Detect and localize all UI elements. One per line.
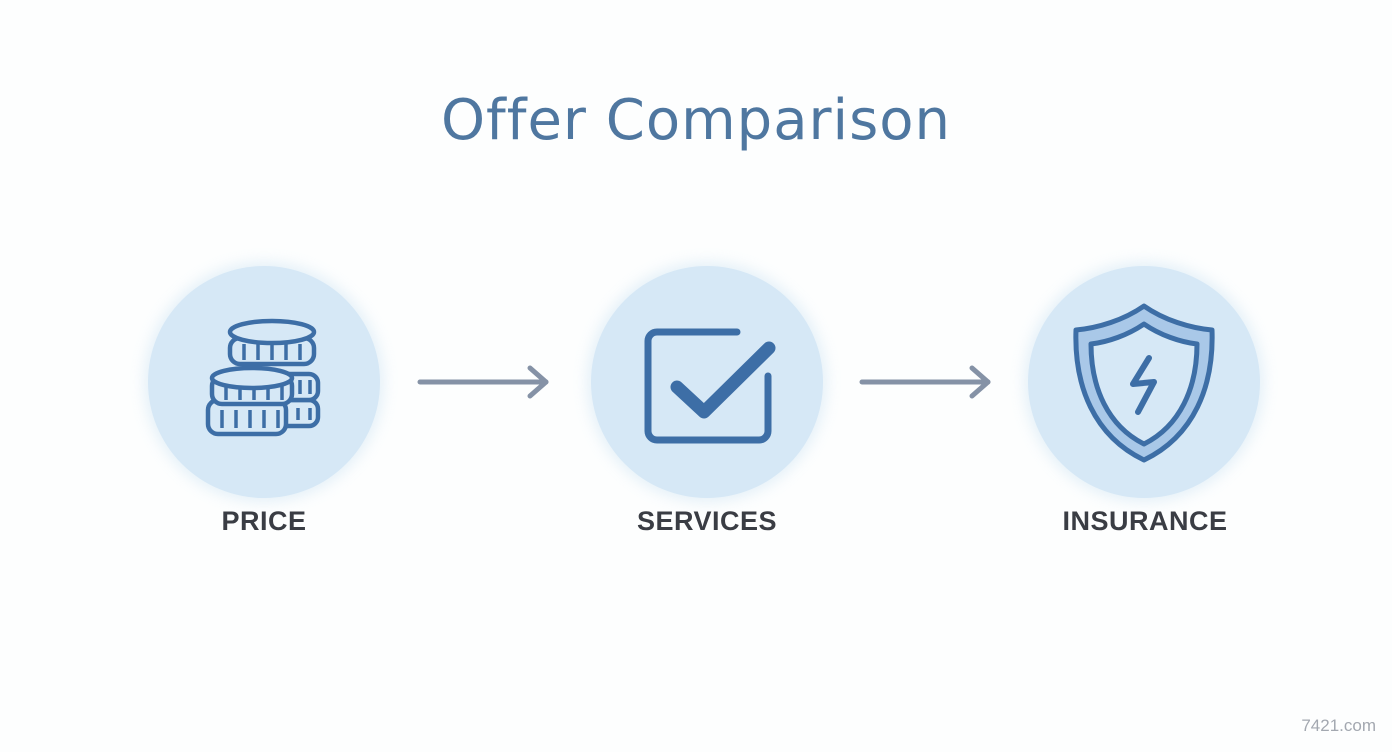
insurance-circle [1028,266,1260,498]
services-circle [591,266,823,498]
shield-lightning-icon [1073,303,1215,463]
checkbox-check-icon [644,328,776,444]
coins-icon [205,318,321,437]
diagram-title: Offer Comparison [440,88,952,153]
arrow-right-icon [859,365,991,399]
step-price [148,266,380,498]
watermark: 7421.com [1301,716,1376,735]
step-insurance [1028,266,1260,498]
step-label-insurance: INSURANCE [1062,506,1228,536]
step-label-price: PRICE [221,506,307,536]
arrow-right-icon [417,365,549,399]
price-circle [148,266,380,498]
step-services [591,266,823,498]
step-label-services: SERVICES [636,506,778,536]
